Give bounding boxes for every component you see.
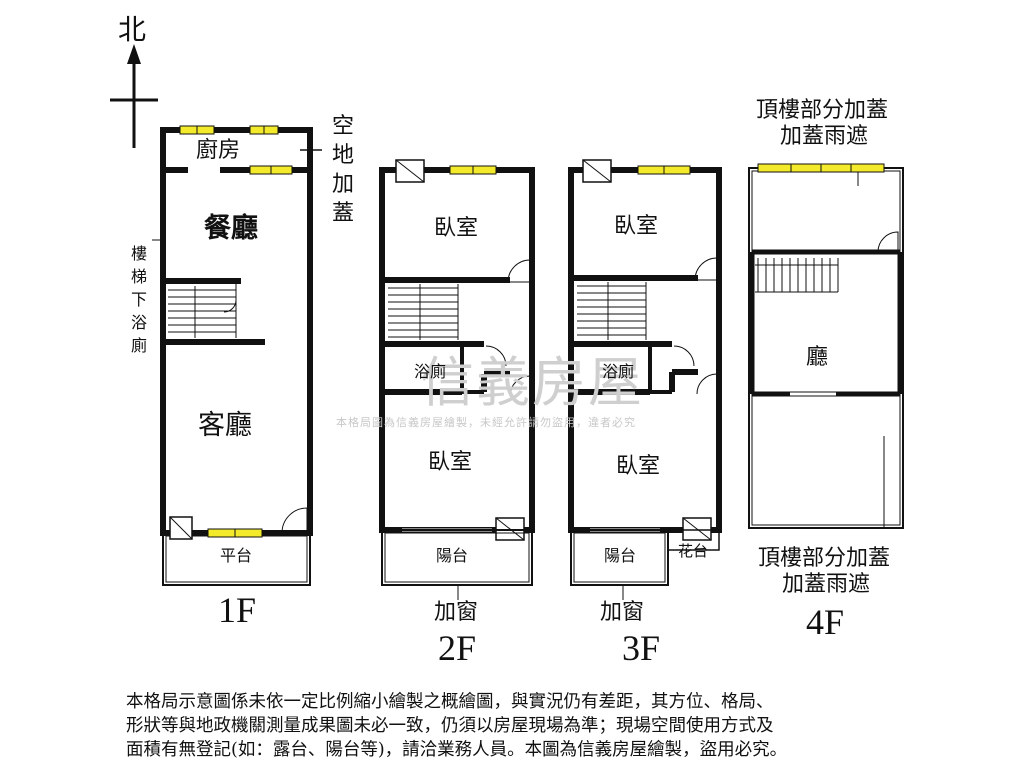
note-4f-top-line1: 頂樓部分加蓋: [756, 98, 889, 123]
disclaimer-line: 形狀等與地政機關測量成果圖未必一致，仍須以房屋現場為準；現場空間使用方式及: [126, 716, 774, 736]
floor-label-3f: 3F: [622, 628, 661, 668]
floor-label-2f: 2F: [438, 628, 477, 668]
floor-2f-windows: [449, 165, 497, 175]
north-label: 北: [118, 13, 147, 46]
room-label-4f-hall: 廳: [806, 345, 829, 370]
room-label-2f-balcony: 陽台: [436, 546, 469, 565]
watermark-brand: 信義房屋: [420, 351, 644, 414]
room-label-3f-bedroom-south: 臥室: [616, 454, 661, 479]
note-4f-bottom-line2: 加蓋雨遮: [782, 572, 871, 597]
room-label-platform: 平台: [220, 546, 253, 565]
room-label-3f-bathroom: 浴廁: [602, 362, 635, 381]
floor-3f-windows: [637, 165, 691, 175]
room-label-living: 客廳: [198, 410, 252, 441]
floor-4f-plan: [748, 167, 904, 529]
note-stair-bath: 樓梯下浴廁: [130, 244, 147, 355]
room-label-2f-bedroom-north: 臥室: [434, 216, 479, 241]
note-4f-top-line2: 加蓋雨遮: [780, 124, 869, 149]
room-label-kitchen: 廚房: [196, 138, 241, 163]
disclaimer-line: 本格局示意圖係未依一定比例縮小繪製之概繪圖，與實況仍有差距，其方位、格局、: [126, 692, 774, 712]
room-label-2f-bathroom: 浴廁: [414, 362, 447, 381]
note-2f-window: 加窗: [434, 600, 479, 625]
floor-label-4f: 4F: [806, 602, 845, 642]
room-label-3f-planter: 花台: [678, 542, 709, 560]
floor-1f-plan: [160, 127, 322, 586]
floor-label-1f: 1F: [218, 590, 257, 630]
watermark-notice: 本格局圖為信義房屋繪製，未經允許請勿盜用，違者必究: [336, 416, 636, 429]
note-3f-window: 加窗: [600, 600, 645, 625]
disclaimer-text: 本格局示意圖係未依一定比例縮小繪製之概繪圖，與實況仍有差距，其方位、格局、 形狀…: [126, 690, 916, 762]
note-extension: 空地加蓋: [331, 114, 354, 226]
disclaimer-line: 面積有無登記(如：露台、陽台等)，請洽業務人員。本圖為信義房屋繪製，盜用必究。: [126, 740, 788, 760]
floor-1f-windows: [179, 125, 293, 538]
floor-4f-windows: [757, 163, 885, 173]
floor-2f-plan: [379, 159, 535, 600]
north-arrow-icon: [110, 44, 158, 148]
room-label-3f-bedroom-north: 臥室: [614, 214, 659, 239]
room-label-2f-bedroom-south: 臥室: [428, 450, 473, 475]
room-label-3f-balcony: 陽台: [604, 546, 637, 565]
note-4f-bottom-line1: 頂樓部分加蓋: [758, 546, 891, 571]
room-label-dining: 餐廳: [204, 213, 258, 244]
